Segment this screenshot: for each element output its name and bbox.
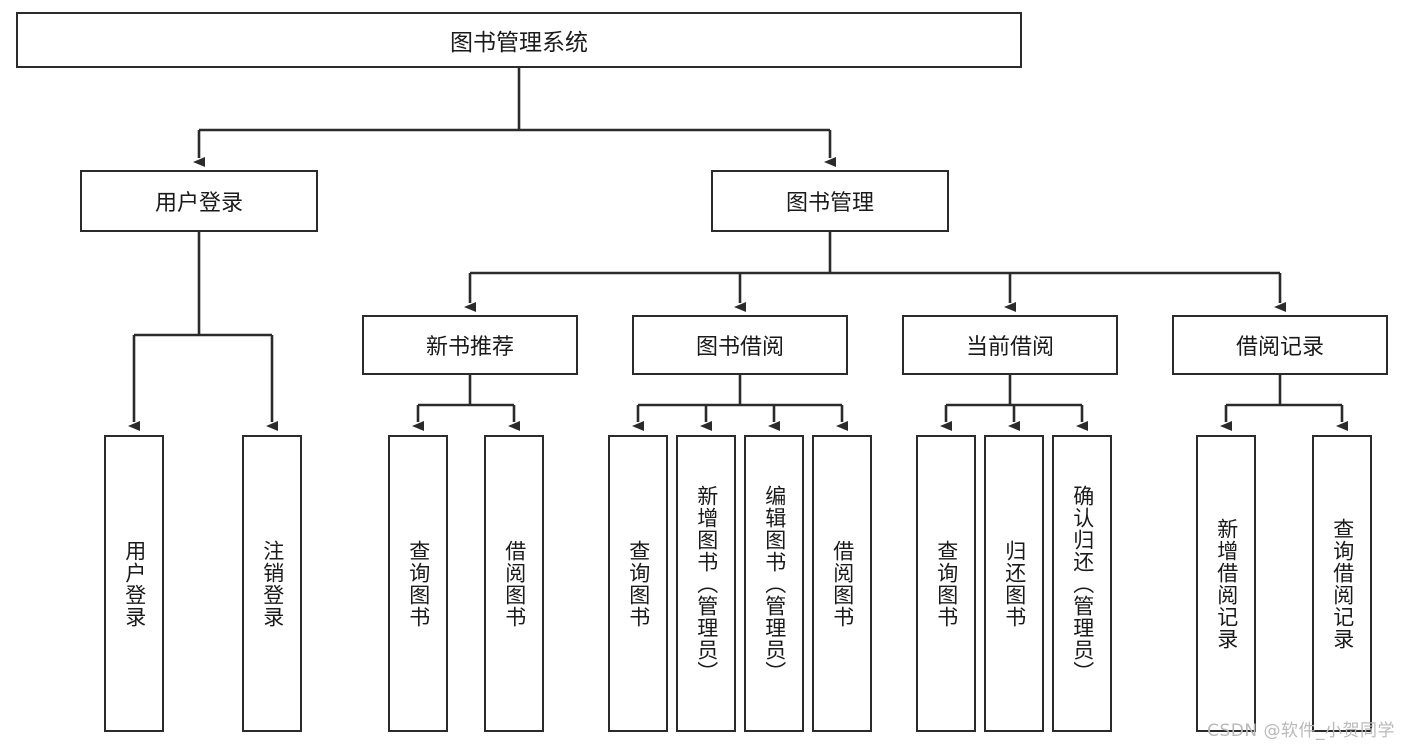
node-current-borrow[interactable]: 当前借阅	[902, 315, 1118, 375]
leaf-label: 借阅图书	[502, 539, 527, 628]
node-root-label: 图书管理系统	[450, 30, 588, 56]
leaf-label: 查询图书	[934, 539, 959, 628]
node-book-borrow[interactable]: 图书借阅	[632, 315, 848, 375]
leaf-label: 新增图书（管理员）	[694, 484, 719, 683]
leaf-current-confirm-return[interactable]: 确认归还（管理员）	[1052, 435, 1112, 732]
node-book-borrow-label: 图书借阅	[695, 335, 784, 360]
leaf-label: 确认归还（管理员）	[1070, 484, 1095, 683]
leaf-borrow-add-book[interactable]: 新增图书（管理员）	[676, 435, 736, 732]
node-user-login-label: 用户登录	[154, 191, 243, 216]
node-user-login[interactable]: 用户登录	[80, 170, 318, 232]
node-new-book-recommend-label: 新书推荐	[425, 335, 514, 360]
node-book-management-label: 图书管理	[785, 191, 874, 216]
watermark: CSDN @软件_小贺同学	[1207, 721, 1395, 741]
leaf-label: 查询借阅记录	[1330, 517, 1355, 650]
leaf-user-login-login[interactable]: 用户登录	[104, 435, 164, 732]
leaf-label: 用户登录	[122, 539, 147, 628]
node-borrow-record[interactable]: 借阅记录	[1172, 315, 1388, 375]
leaf-label: 新增借阅记录	[1214, 517, 1239, 650]
node-new-book-recommend[interactable]: 新书推荐	[362, 315, 578, 375]
leaf-record-add-record[interactable]: 新增借阅记录	[1196, 435, 1256, 732]
leaf-current-query-book[interactable]: 查询图书	[916, 435, 976, 732]
leaf-label: 编辑图书（管理员）	[762, 484, 787, 683]
leaf-user-login-logout[interactable]: 注销登录	[242, 435, 302, 732]
leaf-recommend-query-book[interactable]: 查询图书	[388, 435, 448, 732]
leaf-label: 借阅图书	[830, 539, 855, 628]
leaf-current-return-book[interactable]: 归还图书	[984, 435, 1044, 732]
leaf-record-query-record[interactable]: 查询借阅记录	[1312, 435, 1372, 732]
leaf-label: 注销登录	[260, 539, 285, 628]
node-borrow-record-label: 借阅记录	[1235, 335, 1324, 360]
node-root[interactable]: 图书管理系统	[16, 12, 1022, 68]
leaf-label: 查询图书	[406, 539, 431, 628]
node-current-borrow-label: 当前借阅	[965, 335, 1054, 360]
leaf-label: 归还图书	[1002, 539, 1027, 628]
leaf-borrow-borrow-book[interactable]: 借阅图书	[812, 435, 872, 732]
node-book-management[interactable]: 图书管理	[711, 170, 949, 232]
leaf-recommend-borrow-book[interactable]: 借阅图书	[484, 435, 544, 732]
leaf-borrow-edit-book[interactable]: 编辑图书（管理员）	[744, 435, 804, 732]
leaf-label: 查询图书	[626, 539, 651, 628]
leaf-borrow-query-book[interactable]: 查询图书	[608, 435, 668, 732]
